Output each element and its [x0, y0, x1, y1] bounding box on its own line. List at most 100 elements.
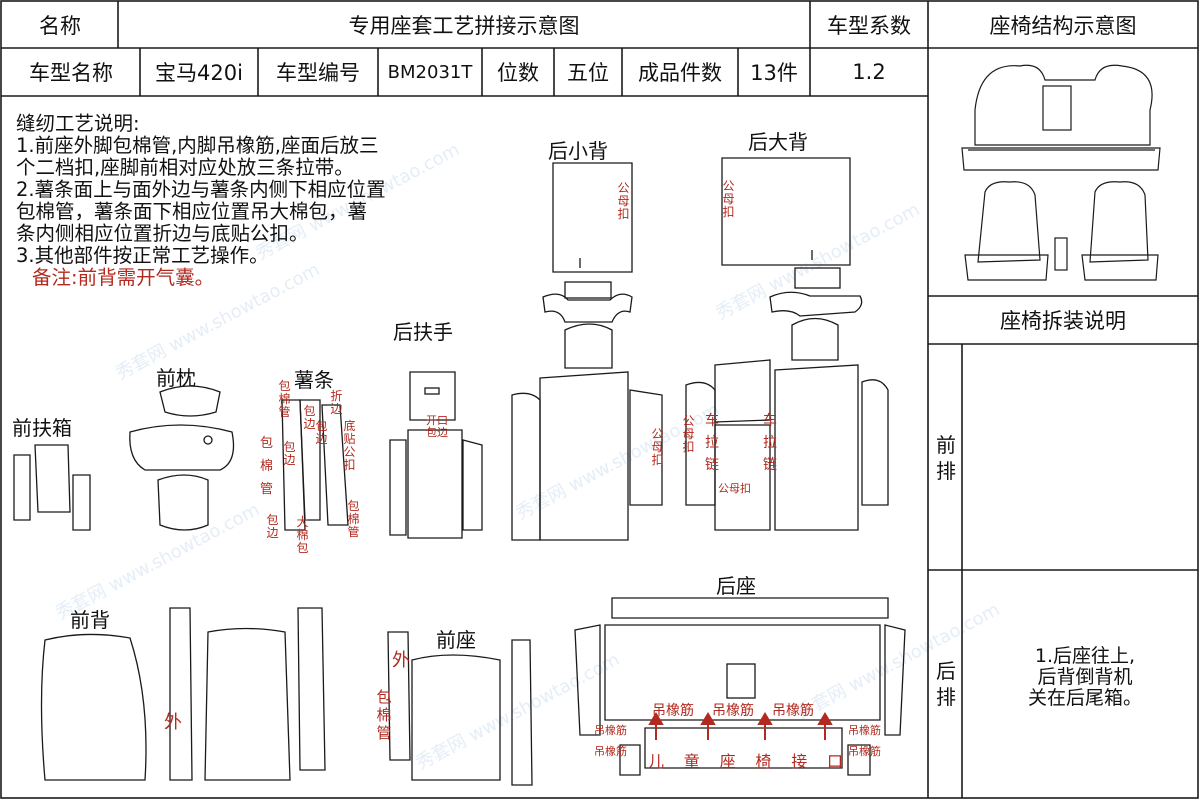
- front-seat-strip: [511, 639, 533, 786]
- label-front-armbox: 前扶箱: [12, 416, 72, 440]
- rear-armrest-side-left: [389, 439, 407, 536]
- annot-buckle: 公母扣: [682, 414, 695, 454]
- model-code-label: 车型编号: [276, 61, 360, 85]
- rear-large-back-tab: [794, 267, 841, 289]
- rear-large-back-strip: [769, 291, 863, 317]
- label-fries: 薯条: [294, 368, 334, 392]
- annot-big-cotton: 大棉包: [296, 515, 309, 555]
- rear-seat-main: [604, 624, 881, 721]
- front-right-seat: [1089, 181, 1149, 263]
- name-label: 名称: [39, 14, 81, 38]
- coef-value: 1.2: [852, 60, 886, 84]
- rear-small-back-side-left: [511, 392, 541, 541]
- model-name-label: 车型名称: [29, 61, 113, 85]
- annot-zipper: 车拉链: [763, 413, 777, 473]
- fries-strip-2: [299, 399, 321, 521]
- interface-char: 儿: [648, 752, 665, 771]
- sewing-notes: 缝纫工艺说明: 1.前座外脚包棉管,内脚吊橡筋,座面后放三 个二档扣,座脚前相对…: [16, 113, 536, 289]
- annot-buckle: 公母扣: [617, 181, 630, 221]
- rear-large-back-panel: [721, 157, 851, 266]
- front-back-main: [204, 627, 291, 781]
- seat-structure-sketch: [961, 64, 1161, 281]
- rear-seat-front-tab-right: [847, 744, 871, 776]
- watermark-text: 秀套网 www.showtao.com: [412, 649, 623, 774]
- rear-large-back-lower-left: [714, 424, 771, 531]
- pieces-value: 13件: [750, 61, 798, 85]
- rear-seat-front-panel: [644, 727, 843, 769]
- notes-line: 1.前座外脚包棉管,内脚吊橡筋,座面后放三: [16, 134, 379, 157]
- front-back-rear: [40, 633, 147, 781]
- front-headrest-front: [129, 424, 235, 471]
- structure-title: 座椅结构示意图: [989, 14, 1137, 38]
- interface-char: 童: [683, 752, 700, 771]
- rear-armrest-main: [407, 429, 463, 539]
- rear-large-back-main: [774, 364, 859, 531]
- armrest-pass-through: [1042, 85, 1072, 131]
- interface-char: 接: [791, 752, 808, 771]
- annot-hang-rubber: 吊橡筋: [652, 703, 694, 719]
- rear-seat-top-strip: [611, 597, 889, 619]
- label-front-headrest: 前枕: [156, 366, 196, 390]
- annot-outer: 外: [164, 712, 182, 733]
- notes-line: 个二档扣,座脚前相对应处放三条拉带。: [16, 156, 354, 179]
- page-title: 专用座套工艺拼接示意图: [348, 14, 580, 38]
- notes-line: 2.薯条面上与面外边与薯条内侧下相应位置: [16, 178, 386, 201]
- front-seat-main: [411, 654, 501, 781]
- annot-zipper: 车拉链: [705, 413, 719, 473]
- annot-hang-rubber: 吊橡筋: [712, 703, 754, 719]
- model-code-value: BM2031T: [387, 61, 473, 83]
- rear-small-back-panel: [552, 162, 633, 273]
- pieces-label: 成品件数: [638, 61, 722, 85]
- instruction-line: 关在后尾箱。: [1027, 687, 1142, 709]
- watermark-text: 秀套网 www.showtao.com: [712, 199, 923, 324]
- annot-wrap-edge: 包边: [266, 513, 279, 540]
- rear-small-back-tab: [564, 281, 612, 299]
- notes-line: 3.其他部件按正常工艺操作。: [16, 244, 269, 267]
- label-rear-small-back: 后小背: [548, 139, 608, 163]
- fries-strip-1: [281, 399, 306, 531]
- annot-tie: 公母扣: [718, 482, 751, 495]
- coef-label: 车型系数: [827, 14, 911, 38]
- front-back-strip-left: [169, 607, 193, 781]
- front-headrest-back: [157, 474, 209, 531]
- label-front-seat: 前座: [436, 628, 476, 652]
- front-left-seat: [977, 181, 1041, 263]
- annot-wrap-tube: 包棉管: [347, 499, 360, 539]
- annot-hang-rubber: 吊橡筋: [594, 724, 627, 737]
- annot-fold-edge: 折边: [330, 389, 343, 416]
- rear-armrest-top: [409, 371, 456, 421]
- rear-bench-cushion: [961, 147, 1161, 171]
- rear-seat-side-right: [884, 624, 906, 736]
- front-row-label: 前排: [936, 433, 956, 483]
- annot-bottom-buckle: 底贴公扣: [343, 419, 356, 472]
- annot-wrap-edge: 包边: [283, 440, 296, 467]
- annot-wrap-tube: 包棉管: [260, 436, 274, 497]
- annot-outer: 外: [392, 650, 410, 671]
- notes-line: 条内侧相应位置折边与底贴公扣。: [16, 222, 309, 245]
- instruction-line: 后背倒背机: [1037, 666, 1133, 688]
- annot-buckle: 公母扣: [722, 179, 735, 219]
- model-name-value: 宝马420i: [155, 61, 243, 85]
- front-seat-side: [387, 631, 411, 761]
- label-rear-seat: 后座: [716, 574, 756, 598]
- rear-seat-cutout: [726, 663, 756, 699]
- notes-line: 包棉管，薯条面下相应位置吊大棉包，薯: [16, 200, 368, 223]
- interface-char: 椅: [755, 752, 772, 771]
- annot-wrap-edge: 包边: [315, 419, 328, 446]
- front-armbox-side: [13, 454, 31, 521]
- rear-small-back-head: [564, 323, 613, 369]
- annot-hang-rubber: 吊橡筋: [848, 745, 881, 758]
- rear-seat-front-tab-left: [619, 744, 641, 776]
- seats-label: 位数: [497, 61, 539, 85]
- front-left-cushion: [964, 254, 1049, 281]
- annot-hang-rubber: 吊橡筋: [848, 724, 881, 737]
- instruction-line: 1.后座往上,: [1034, 645, 1136, 667]
- rear-seat-side-left: [574, 624, 601, 736]
- label-front-back: 前背: [70, 608, 110, 632]
- disassembly-title: 座椅拆装说明: [1000, 309, 1126, 333]
- annot-hang-rubber: 吊橡筋: [594, 745, 627, 758]
- hang-arrows: [648, 712, 833, 740]
- front-armbox-main: [34, 444, 71, 513]
- annot-hang-rubber: 吊橡筋: [772, 703, 814, 719]
